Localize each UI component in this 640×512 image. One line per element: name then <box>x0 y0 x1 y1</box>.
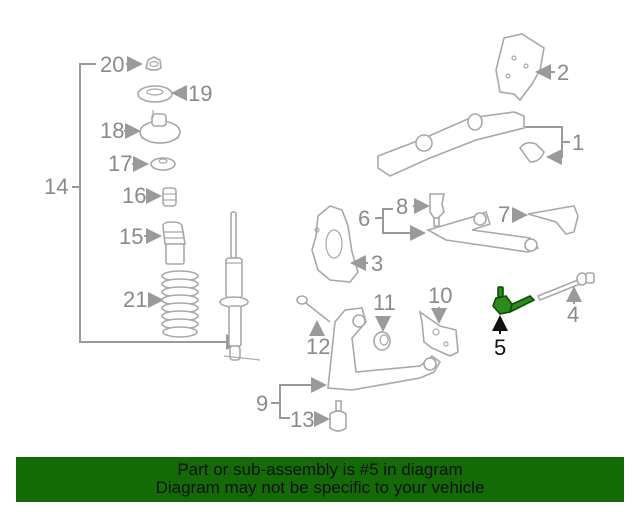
callout-17[interactable]: 17 <box>108 151 176 176</box>
bearing-part <box>137 85 173 103</box>
upper-ball-joint-part <box>429 193 445 227</box>
svg-text:7: 7 <box>498 202 510 227</box>
callout-12[interactable]: 12 <box>296 295 331 359</box>
callout-5[interactable]: 5 <box>492 286 536 360</box>
svg-text:15: 15 <box>119 224 143 249</box>
callout-16[interactable]: 16 <box>122 183 177 208</box>
spring-seat-part <box>150 157 176 171</box>
svg-text:18: 18 <box>100 118 124 143</box>
bushing-part <box>373 331 391 351</box>
control-arm-shield-part <box>527 205 579 235</box>
svg-text:2: 2 <box>557 60 569 85</box>
svg-text:9: 9 <box>256 391 268 416</box>
banner-line-1: Part or sub-assembly is #5 in diagram <box>177 460 463 479</box>
shield-part <box>418 310 459 357</box>
callout-1[interactable]: 1 <box>377 111 584 177</box>
callout-3[interactable]: 3 <box>311 205 383 283</box>
callout-6[interactable]: 6 <box>358 206 540 253</box>
callout-7[interactable]: 7 <box>498 202 579 235</box>
coil-spring-part <box>161 270 199 338</box>
callout-19[interactable]: 19 <box>137 81 212 106</box>
svg-text:11: 11 <box>373 290 396 315</box>
callout-14[interactable]: 14 <box>44 63 242 350</box>
strut-part <box>219 211 261 361</box>
svg-text:1: 1 <box>572 130 584 155</box>
bolt-part <box>296 295 331 323</box>
lower-ball-joint-part <box>329 400 347 432</box>
svg-text:3: 3 <box>371 251 383 276</box>
parts-diagram: 14 20 19 18 17 <box>44 33 595 432</box>
svg-text:6: 6 <box>358 206 370 231</box>
callout-13[interactable]: 13 <box>290 400 347 432</box>
svg-text:16: 16 <box>122 183 146 208</box>
svg-text:21: 21 <box>123 287 147 312</box>
outer-tie-rod-end-part <box>492 286 536 315</box>
upper-arm-part <box>425 210 540 253</box>
part-info-banner: Part or sub-assembly is #5 in diagram Di… <box>16 457 624 502</box>
callout-2[interactable]: 2 <box>495 33 569 102</box>
svg-text:19: 19 <box>188 81 212 106</box>
crossmember-part <box>377 111 545 177</box>
lower-arm-part <box>327 307 442 391</box>
svg-text:14: 14 <box>44 174 68 199</box>
callout-18[interactable]: 18 <box>100 110 181 144</box>
bump-stop-part <box>162 187 177 207</box>
callout-8[interactable]: 8 <box>396 193 445 227</box>
dust-boot-part <box>162 221 186 265</box>
knuckle-part <box>311 205 359 283</box>
callout-4[interactable]: 4 <box>536 272 595 327</box>
nut-part <box>145 56 162 71</box>
bracket-part <box>495 33 545 102</box>
callout-10[interactable]: 10 <box>418 283 459 357</box>
svg-text:17: 17 <box>108 151 132 176</box>
svg-text:10: 10 <box>428 283 452 308</box>
strut-mount-part <box>139 110 181 144</box>
svg-text:5: 5 <box>494 335 506 360</box>
callout-9[interactable]: 9 <box>256 307 442 419</box>
inner-tie-rod-part <box>536 272 595 302</box>
svg-text:12: 12 <box>306 334 330 359</box>
callout-21[interactable]: 21 <box>123 270 199 338</box>
svg-text:13: 13 <box>290 407 314 432</box>
svg-text:4: 4 <box>567 302 579 327</box>
callout-11[interactable]: 11 <box>373 290 396 351</box>
svg-text:20: 20 <box>100 52 124 77</box>
banner-line-2: Diagram may not be specific to your vehi… <box>155 478 485 497</box>
callout-15[interactable]: 15 <box>119 221 186 265</box>
svg-text:8: 8 <box>396 194 408 219</box>
callout-20[interactable]: 20 <box>100 52 162 77</box>
